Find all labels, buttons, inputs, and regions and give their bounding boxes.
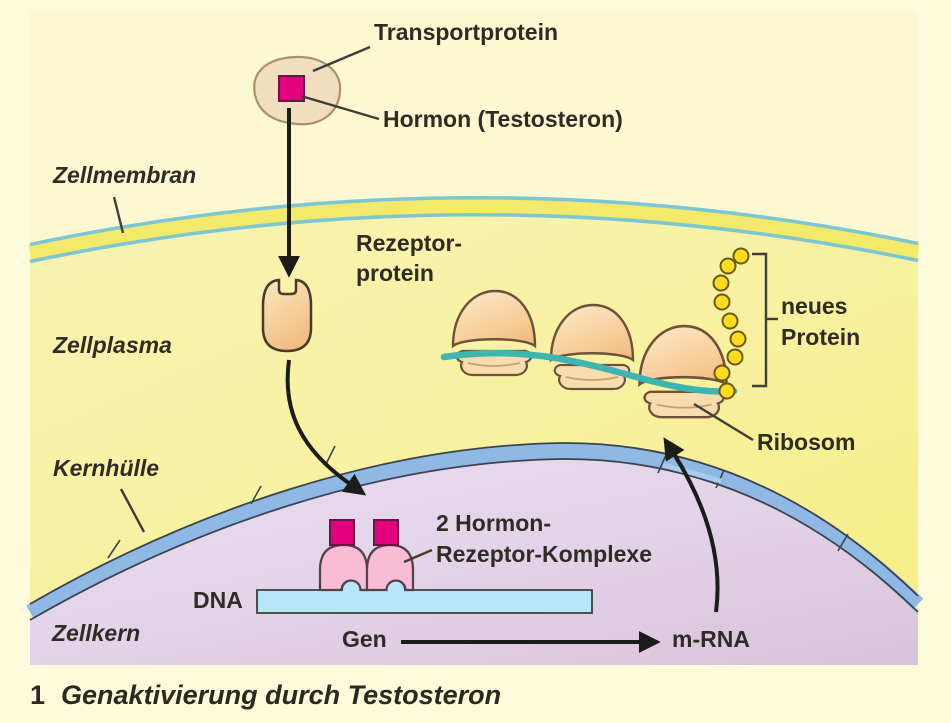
label-gen: Gen: [342, 626, 387, 652]
figure-caption-number: 1: [30, 680, 46, 710]
pointer-hormon: [300, 94, 380, 121]
figure-caption-text: Genaktivierung durch Testosteron: [61, 680, 502, 710]
hormone-square: [329, 519, 355, 546]
receptor-protein-shape: [261, 278, 313, 353]
label-rezeptorprotein: Rezeptor- protein: [356, 228, 462, 288]
nuclear-pore: [662, 462, 722, 484]
pointer-zellmembran: [112, 196, 125, 234]
label-zellmembran: Zellmembran: [53, 162, 197, 188]
pointer-lines: [112, 45, 754, 564]
label-zellplasma: Zellplasma: [53, 332, 172, 358]
mrna-strand: [440, 349, 738, 395]
label-transportprotein: Transportprotein: [374, 19, 559, 45]
label-ribosom: Ribosom: [757, 429, 856, 455]
label-hormon: Hormon (Testosteron): [383, 106, 623, 132]
arrow-receptor-to-nucleus: [285, 359, 367, 496]
hormone-square: [278, 75, 305, 102]
label-hormon-rezeptor-komplexe: 2 Hormon- Rezeptor-Komplexe: [436, 508, 652, 570]
label-rezeptorprotein-line2: protein: [356, 260, 434, 286]
hormone-receptor-complexes: [318, 519, 415, 592]
label-mrna: m-RNA: [672, 626, 750, 652]
new-protein-bracket: [752, 252, 778, 388]
hormone-receptor-complex: [318, 543, 369, 592]
label-rezeptorprotein-line1: Rezeptor-: [356, 230, 463, 256]
label-komplexe-line2: Rezeptor-Komplexe: [436, 541, 652, 567]
label-neues-protein: neues Protein: [781, 291, 860, 353]
label-neues-protein-line1: neues: [781, 293, 848, 319]
protein-bead-chain: [712, 247, 750, 400]
label-zellkern: Zellkern: [52, 620, 141, 646]
arrow-mrna-to-ribosome: [663, 437, 720, 613]
cell-membrane: [28, 195, 920, 264]
nucleus-region: [30, 459, 918, 665]
nuclear-envelope: [26, 442, 924, 621]
hormone-receptor-complex: [365, 543, 415, 592]
label-dna: DNA: [193, 587, 243, 613]
label-neues-protein-line2: Protein: [781, 324, 861, 350]
pointer-kernhuelle: [119, 488, 146, 533]
hormone-square: [373, 519, 399, 546]
label-komplexe-line1: 2 Hormon-: [436, 510, 551, 536]
label-kernhuelle: Kernhülle: [53, 455, 160, 481]
pointer-transportprotein: [312, 45, 371, 73]
pointer-ribosom: [693, 402, 754, 442]
pointer-komplexe: [403, 548, 433, 564]
figure-caption: 1 Genaktivierung durch Testosteron: [30, 680, 501, 711]
